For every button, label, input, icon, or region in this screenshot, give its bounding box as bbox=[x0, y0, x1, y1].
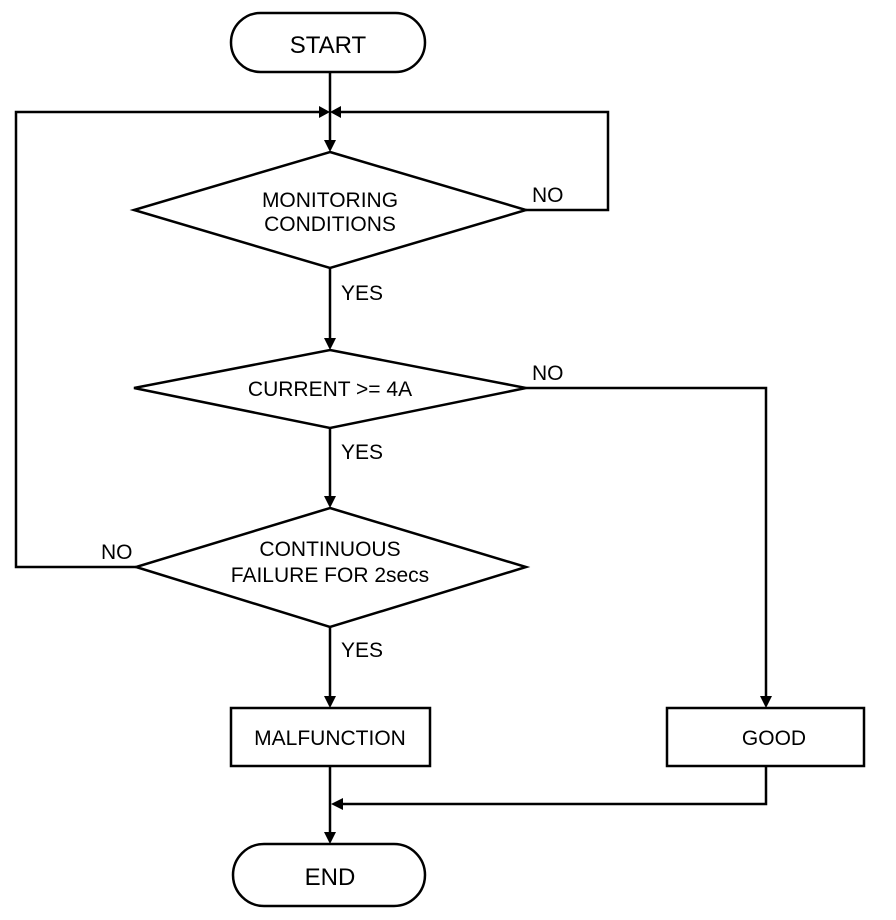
current-no-label: NO bbox=[532, 362, 564, 385]
arrowhead-into-current bbox=[324, 338, 336, 350]
arrowhead-merge-from-left bbox=[319, 106, 330, 118]
continuous-failure-decision bbox=[131, 506, 531, 629]
monitoring-label-line2: CONDITIONS bbox=[264, 213, 396, 236]
monitoring-label-line1: MONITORING bbox=[262, 189, 398, 212]
monitoring-yes-label: YES bbox=[341, 282, 383, 305]
start-label: START bbox=[290, 32, 367, 59]
monitoring-conditions-decision bbox=[129, 150, 531, 270]
connector-good-to-merge bbox=[343, 766, 768, 806]
current-yes-label: YES bbox=[341, 441, 383, 464]
end-terminator bbox=[231, 842, 427, 908]
arrowhead-into-monitoring bbox=[324, 140, 336, 152]
malfunction-box bbox=[229, 706, 432, 768]
malfunction-label: MALFUNCTION bbox=[254, 727, 406, 750]
continuous-yes-label: YES bbox=[341, 639, 383, 662]
arrowhead-into-end bbox=[324, 832, 336, 844]
arrowhead-merge-from-right bbox=[330, 106, 341, 118]
arrowhead-into-continuous bbox=[324, 496, 336, 508]
good-box bbox=[665, 706, 866, 768]
monitoring-no-label: NO bbox=[532, 184, 564, 207]
continuous-no-label: NO bbox=[101, 541, 133, 564]
continuous-label-line1: CONTINUOUS bbox=[259, 538, 400, 561]
arrowhead-good-merge bbox=[331, 798, 343, 810]
current-decision bbox=[133, 348, 527, 430]
arrowhead-into-good bbox=[760, 696, 772, 708]
good-label: GOOD bbox=[742, 727, 806, 750]
end-label: END bbox=[305, 864, 356, 891]
start-terminator bbox=[229, 11, 427, 74]
current-label: CURRENT >= 4A bbox=[248, 378, 412, 401]
arrowhead-into-malfunction bbox=[324, 696, 336, 708]
connector-current-no bbox=[526, 386, 768, 696]
continuous-label-line2: FAILURE FOR 2secs bbox=[231, 564, 429, 587]
connector-no-loop-right bbox=[341, 110, 610, 212]
connector-no-loop-left bbox=[14, 110, 319, 569]
